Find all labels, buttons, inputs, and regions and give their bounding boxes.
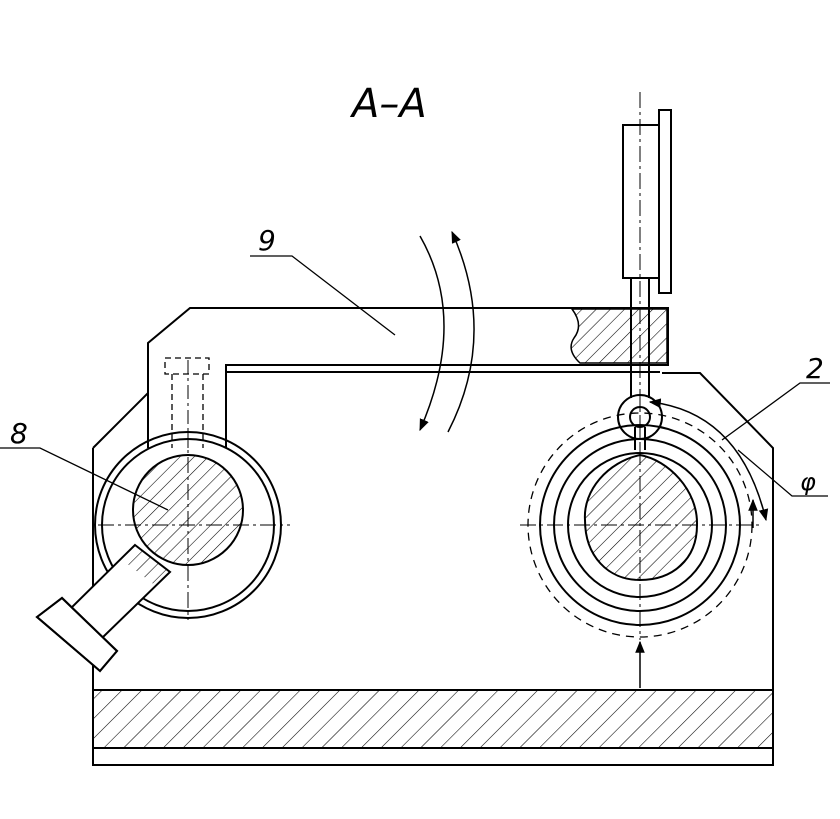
rotation-arrows [419,230,475,433]
label-part-2: 2 [806,352,824,385]
section-title: A–A [349,81,427,127]
indicator-device [622,109,672,294]
left-centerlines [98,430,290,620]
right-centerlines [520,395,760,640]
leader-lines [0,255,830,511]
angle-phi-marker [635,398,769,688]
label-angle-phi: φ [800,468,816,496]
cam-profile [583,453,699,582]
lever-9 [147,307,669,448]
clamp-screw [35,543,172,673]
lever-pin [164,357,210,448]
label-part-9: 9 [258,224,276,257]
label-part-8: 8 [10,417,28,450]
base-plate-hatch [94,691,772,747]
lever-break-hatch [570,308,668,364]
